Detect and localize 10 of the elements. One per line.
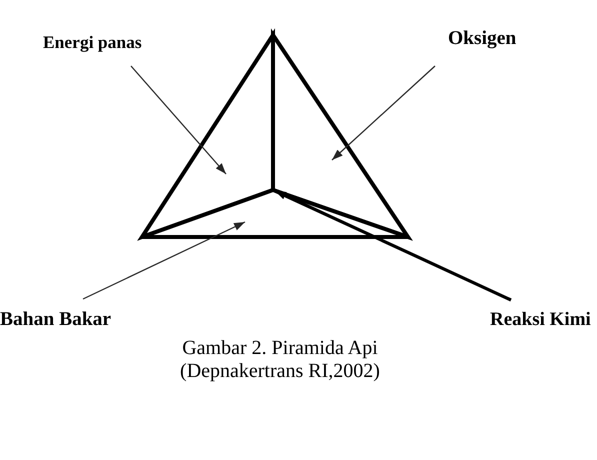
callout-label: Reaksi Kimi [490,310,591,329]
callout-label: Oksigen [448,29,516,48]
leader-arrow [332,66,436,160]
leader-arrow [130,66,226,174]
callout-label: Energi panas [43,34,142,52]
figure-caption: Gambar 2. Piramida Api (Depnakertrans RI,2002) [179,337,381,383]
leader-arrow [82,221,246,300]
pyramid-face [140,188,410,239]
callout-label: Bahan Bakar [0,310,112,330]
leader-arrow [274,190,512,302]
